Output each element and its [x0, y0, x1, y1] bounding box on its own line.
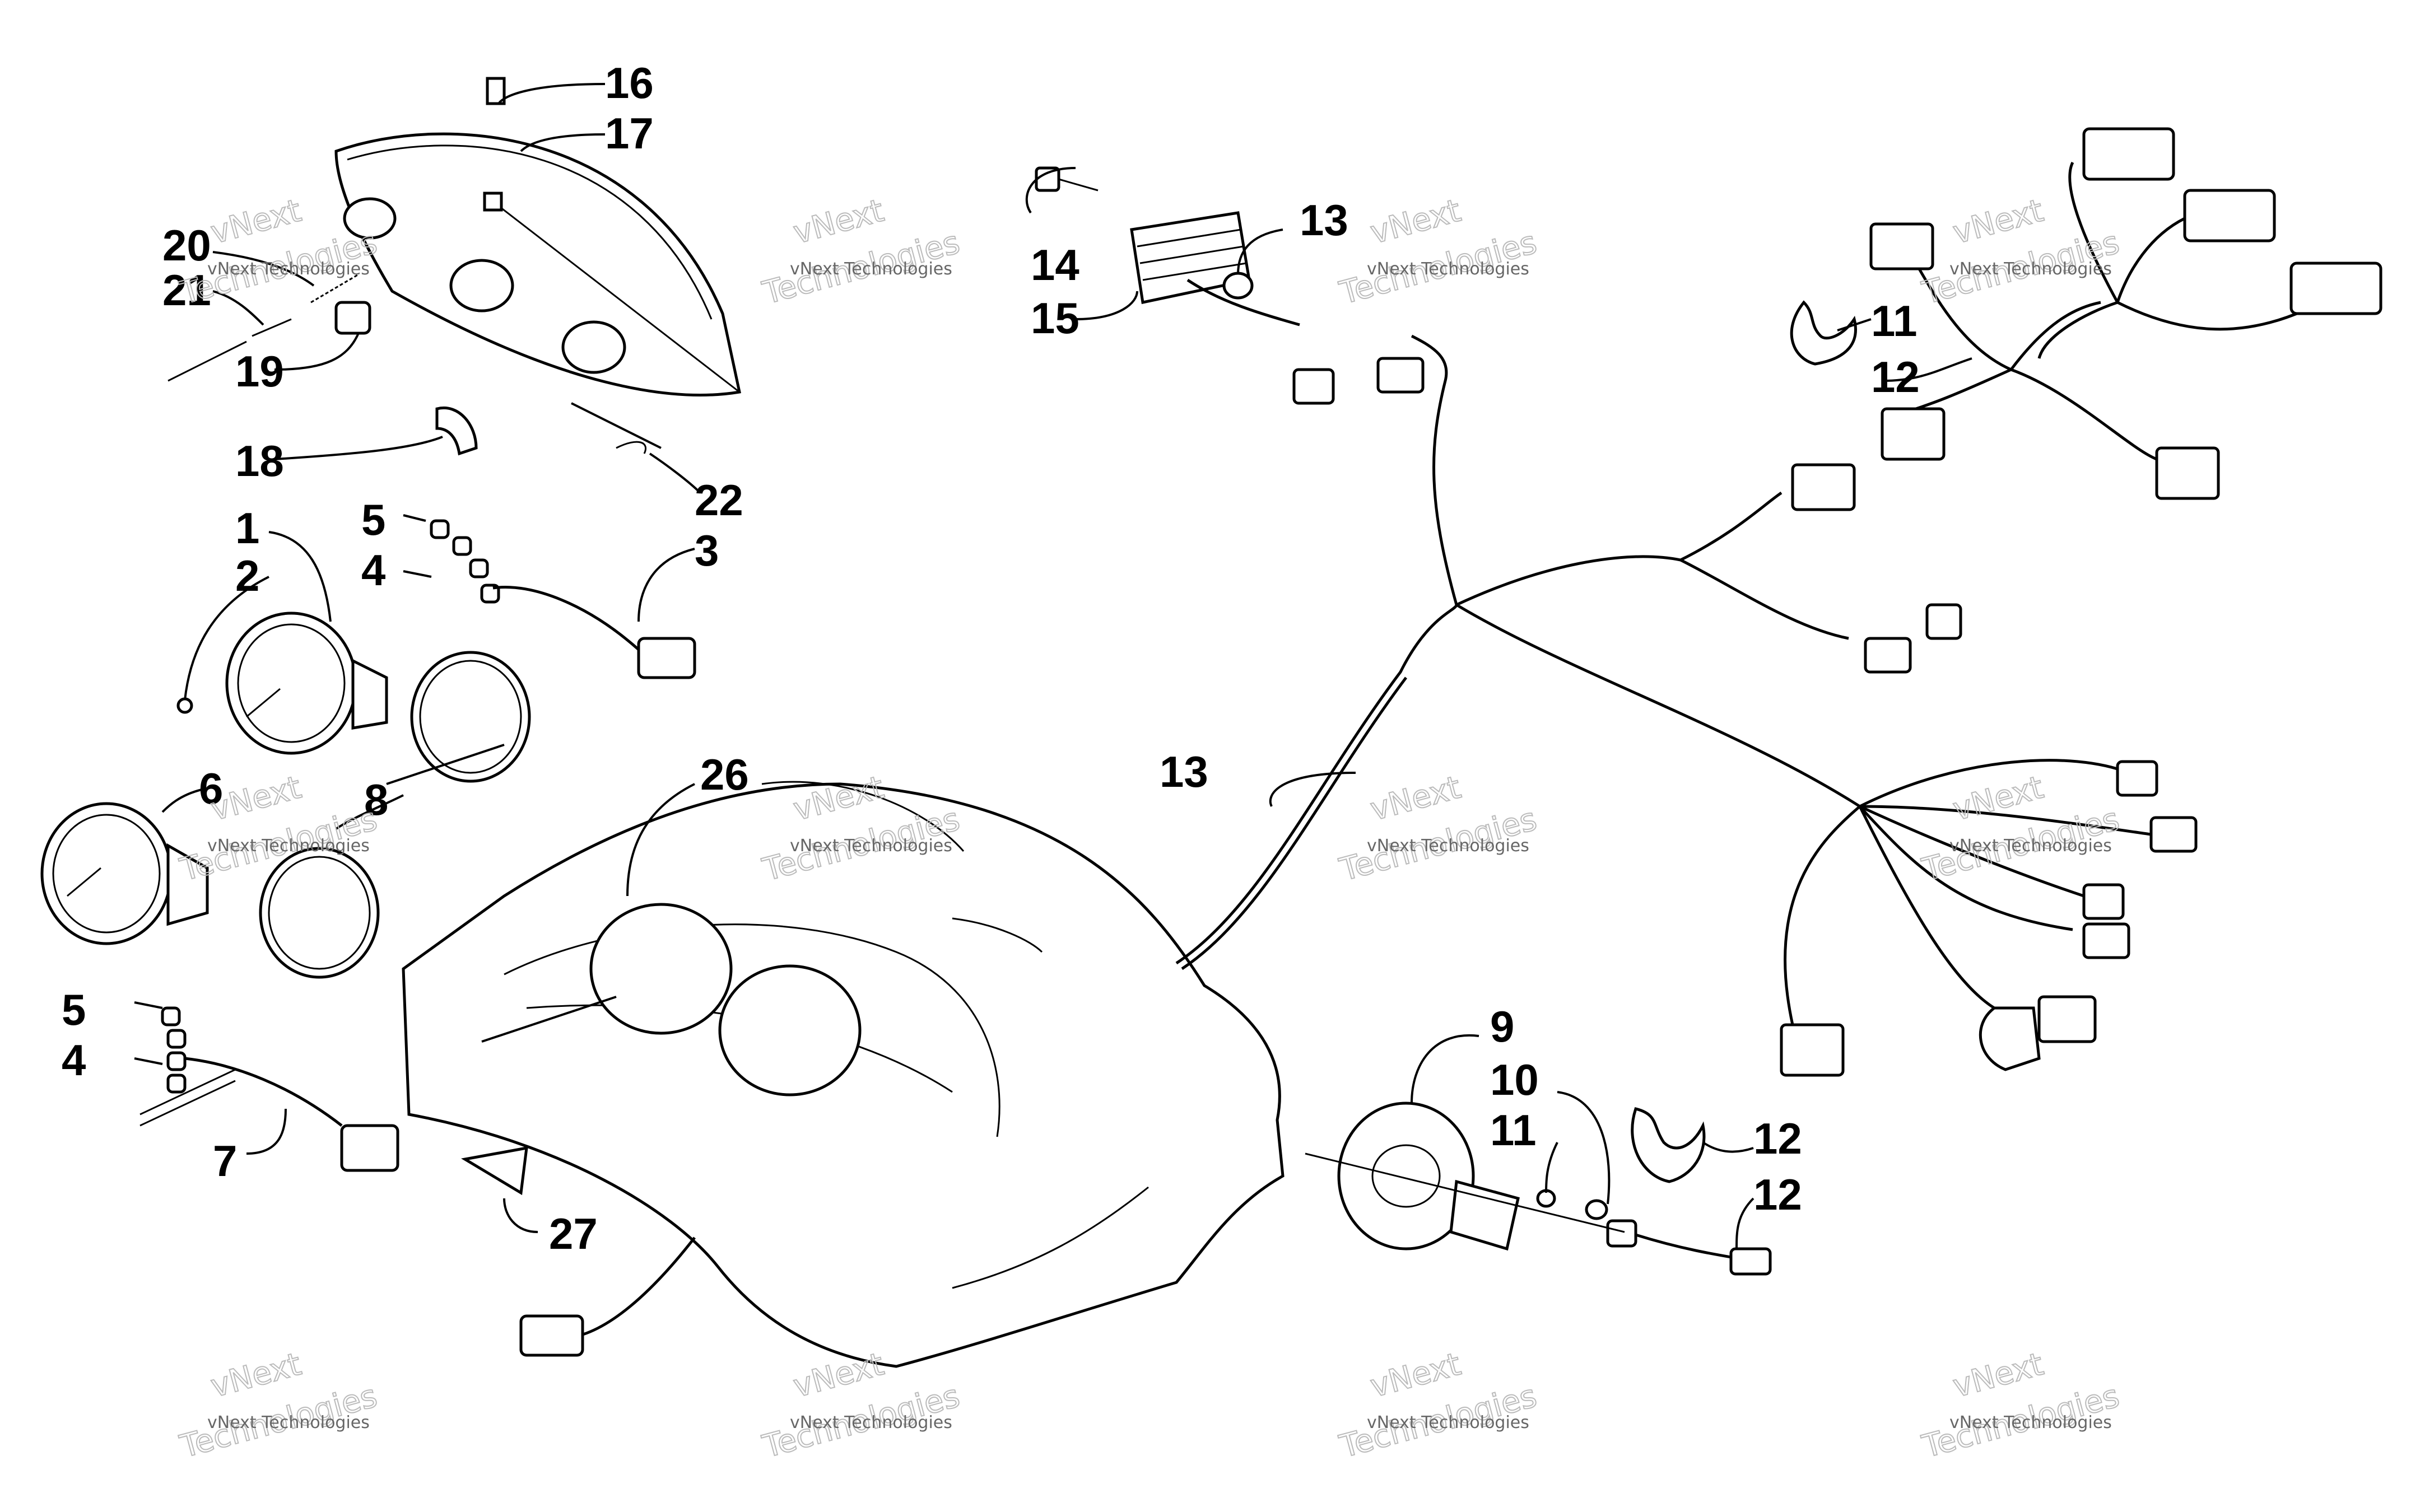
callout-labels: 16 17 20 21 19 18 22 5 1 3 2 4 6 8 5 4 7…	[62, 58, 1920, 1258]
callout-7: 7	[213, 1136, 237, 1186]
callout-1: 1	[235, 503, 259, 553]
svg-text:vNext Technologies: vNext Technologies	[790, 259, 952, 279]
watermark: vNext Technologies vNext Technologies	[1335, 769, 1541, 889]
svg-text:vNext: vNext	[1949, 1346, 2047, 1405]
callout-20: 17	[605, 109, 654, 158]
callout-16: 14	[1031, 240, 1079, 290]
dash-panel	[402, 781, 1285, 1368]
callout-24: 21	[162, 265, 211, 315]
callout-17: 15	[1031, 293, 1079, 343]
dash-plug	[519, 1236, 696, 1357]
svg-text:vNext Technologies: vNext Technologies	[207, 1413, 370, 1432]
callout-18: 13	[1300, 195, 1348, 245]
svg-text:vNext Technologies: vNext Technologies	[1367, 1413, 1529, 1432]
svg-text:vNext Technologies: vNext Technologies	[1367, 259, 1529, 279]
svg-text:vNext Technologies: vNext Technologies	[207, 836, 370, 856]
callout-8: 8	[364, 775, 388, 824]
part-24-spring	[167, 273, 359, 382]
gauge-1	[176, 612, 388, 755]
headlight-assembly	[334, 132, 741, 396]
part-13-clip-top	[1790, 300, 1857, 366]
gauge-2	[40, 802, 209, 945]
svg-text:vNext Technologies: vNext Technologies	[1949, 259, 2112, 279]
svg-text:vNext: vNext	[1949, 193, 2047, 251]
callout-22: 19	[235, 347, 284, 396]
watermark: vNext Technologies vNext Technologies	[758, 1346, 964, 1466]
callout-27: 27	[549, 1209, 598, 1258]
svg-text:vNext: vNext	[207, 1346, 305, 1405]
svg-text:vNext Technologies: vNext Technologies	[790, 1413, 952, 1432]
part-21-elbow	[435, 407, 478, 456]
watermark: vNext Technologies vNext Technologies	[758, 192, 964, 312]
part-22-bulb-socket	[334, 301, 371, 335]
callout-4-top: 4	[361, 545, 385, 595]
callout-5-bottom: 5	[62, 985, 86, 1034]
callout-11: 10	[1490, 1055, 1539, 1104]
callout-9: 9	[1490, 1002, 1514, 1051]
harness-7	[139, 1006, 399, 1172]
callout-13-bottom: 12	[1753, 1114, 1802, 1163]
callout-23: 20	[162, 221, 211, 270]
callout-2: 2	[235, 551, 259, 600]
svg-text:vNext: vNext	[790, 1346, 888, 1405]
callout-5-top: 5	[361, 495, 385, 544]
leader-lines	[134, 83, 1972, 1249]
part-27-decal	[461, 1146, 528, 1196]
part-13-clip-bottom	[1631, 1107, 1706, 1183]
callout-15: 12	[1871, 352, 1920, 402]
callout-3: 3	[695, 526, 719, 575]
svg-text:vNext Technologies: vNext Technologies	[1949, 1413, 2112, 1432]
svg-text:vNext: vNext	[790, 193, 888, 251]
harness-15	[1869, 127, 2382, 500]
svg-text:vNext Technologies: vNext Technologies	[790, 836, 952, 856]
speedo-cup	[1305, 1102, 1772, 1276]
callout-26: 26	[700, 750, 749, 799]
callout-19: 16	[605, 58, 654, 108]
callout-4-bottom: 4	[62, 1035, 86, 1085]
watermark: vNext Technologies vNext Technologies	[1918, 769, 2124, 889]
watermark: vNext Technologies vNext Technologies	[1918, 1346, 2124, 1466]
regulator	[1035, 166, 1300, 326]
svg-text:vNext Technologies: vNext Technologies	[1949, 836, 2112, 856]
watermark: vNext Technologies vNext Technologies	[1918, 192, 2124, 312]
callout-6: 6	[199, 764, 223, 813]
callout-21: 18	[235, 436, 284, 486]
callout-13-top: 11	[1871, 296, 1917, 346]
svg-text:vNext Technologies: vNext Technologies	[207, 259, 370, 279]
svg-text:vNext: vNext	[1367, 769, 1465, 828]
watermark: vNext Technologies vNext Technologies	[1335, 192, 1541, 312]
svg-text:vNext: vNext	[1367, 193, 1465, 251]
callout-12: 12	[1753, 1170, 1802, 1219]
callout-25: 22	[695, 475, 743, 525]
watermark: vNext Technologies vNext Technologies	[1335, 1346, 1541, 1466]
watermark: vNext Technologies vNext Technologies	[176, 1346, 381, 1466]
svg-text:vNext: vNext	[1367, 1346, 1465, 1405]
svg-text:vNext: vNext	[207, 193, 305, 251]
main-harness	[1175, 334, 2198, 1077]
svg-text:vNext Technologies: vNext Technologies	[1367, 836, 1529, 856]
harness-3	[430, 519, 696, 679]
part-25-pin	[616, 441, 646, 454]
gauge-rings	[259, 651, 531, 979]
callout-10: 11	[1490, 1105, 1536, 1155]
callout-14: 13	[1160, 747, 1208, 796]
